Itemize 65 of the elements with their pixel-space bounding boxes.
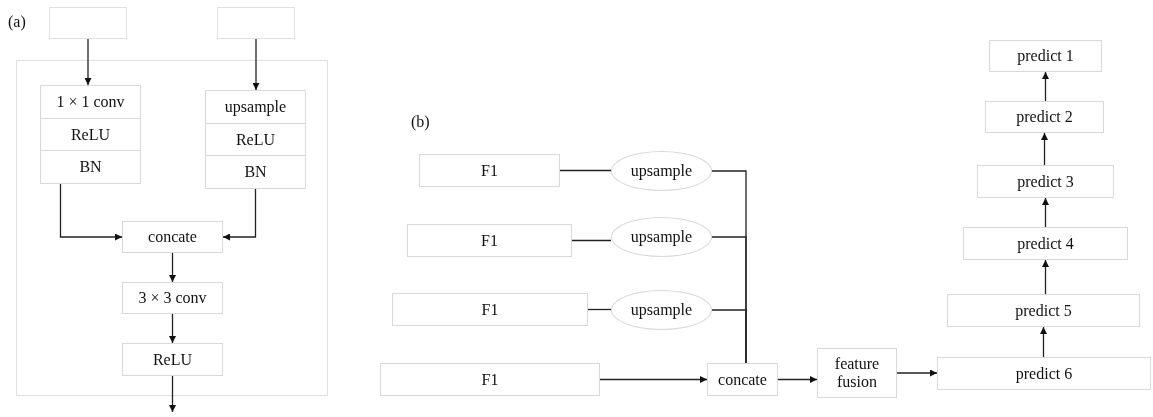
node-label: upsample [630, 228, 693, 246]
node-label: predict 1 [1017, 47, 1074, 65]
arrow [1042, 259, 1049, 295]
process-box [989, 40, 1102, 72]
arrow [222, 188, 257, 241]
arrow [169, 313, 176, 344]
node-label: predict 4 [1017, 234, 1074, 253]
arrow [896, 369, 938, 377]
layer-name: BN [244, 163, 267, 181]
arrow [777, 376, 818, 383]
empty-box [217, 7, 295, 39]
layer-name: ReLU [235, 130, 276, 149]
node-label: upsample [630, 301, 693, 319]
arrow [1042, 71, 1049, 102]
arrow [1041, 132, 1048, 166]
layer-name: 1 × 1 conv [56, 93, 125, 111]
process-box [122, 282, 223, 314]
node-label: F1 [481, 231, 498, 250]
process-box [122, 343, 223, 376]
arrow [169, 375, 176, 413]
node-label: ReLU [152, 350, 193, 369]
empty-box [49, 7, 127, 39]
process-box [392, 293, 588, 326]
node-label: F1 [481, 370, 499, 389]
process-box [419, 154, 560, 187]
layer-name: upsample [224, 98, 287, 116]
process-box [122, 221, 223, 253]
connector-line [587, 308, 612, 311]
process-box [963, 227, 1128, 260]
layer-stack [205, 90, 306, 189]
connector-line [571, 239, 612, 242]
layer-stack [40, 85, 141, 184]
node-label: F1 [481, 161, 498, 180]
arrow [59, 183, 123, 241]
arrow [1040, 326, 1047, 358]
arrow [1042, 197, 1049, 228]
node-label: F1 [481, 300, 499, 319]
arrow [252, 38, 260, 91]
connector-line [711, 309, 747, 364]
node-label: concate [718, 370, 767, 389]
module-frame [16, 60, 328, 396]
arrow [599, 376, 708, 383]
process-box [707, 363, 778, 396]
process-box [985, 101, 1104, 133]
connector-line [559, 169, 612, 172]
process-box [947, 294, 1140, 327]
node-label: predict 5 [1015, 301, 1072, 320]
process-box [407, 224, 572, 257]
process-box [937, 357, 1151, 390]
panel-label: (a) [8, 12, 26, 33]
panel-label: (b) [411, 112, 430, 133]
arrow [169, 252, 176, 283]
process-box [380, 363, 600, 396]
arrow [84, 38, 92, 86]
node-label: feature fusion [833, 355, 881, 391]
node-label: upsample [630, 162, 693, 180]
node-label: 3 × 3 conv [138, 289, 207, 307]
node-label: concate [148, 228, 197, 246]
process-box [817, 348, 897, 398]
process-box [977, 165, 1114, 198]
node-label: predict 6 [1015, 364, 1073, 383]
node-label: predict 3 [1017, 172, 1074, 191]
node-label: predict 2 [1016, 108, 1073, 126]
layer-name: ReLU [70, 125, 111, 144]
layer-name: BN [79, 158, 102, 176]
